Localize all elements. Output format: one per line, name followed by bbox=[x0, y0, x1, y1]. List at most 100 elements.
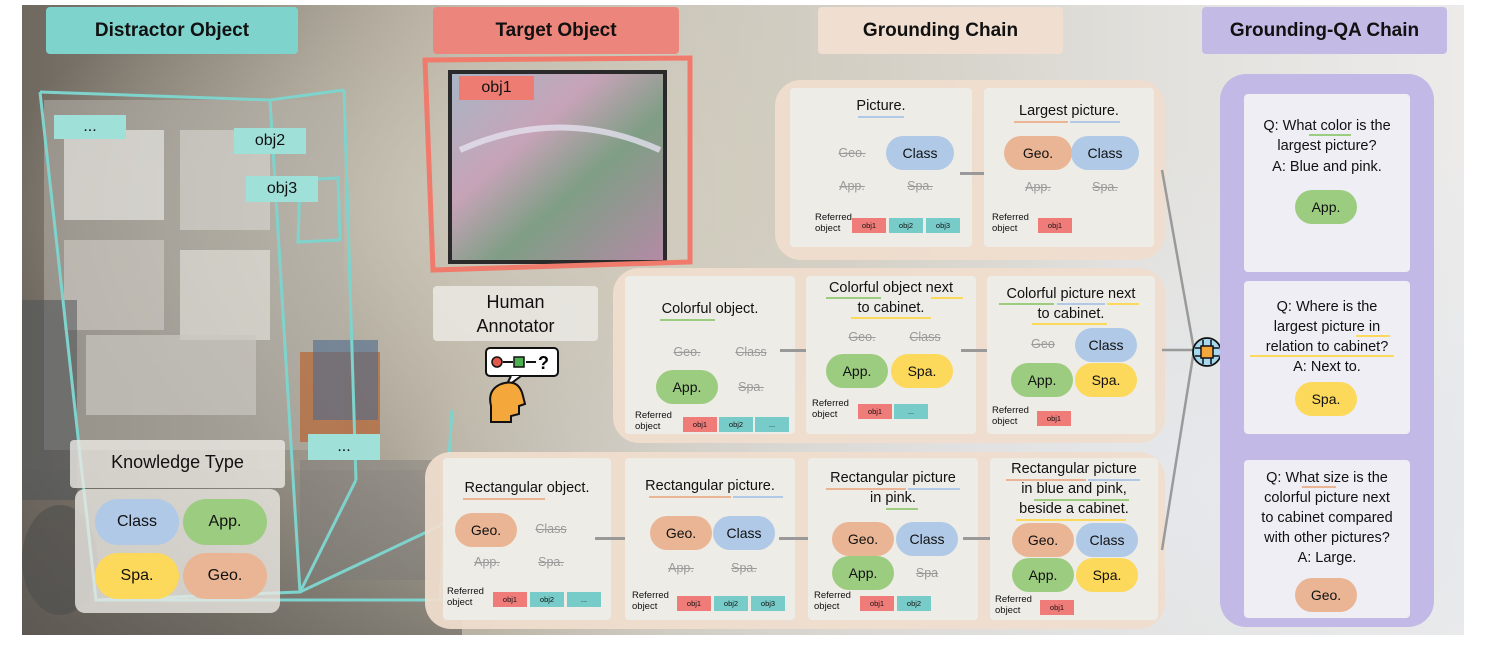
row3-card1-chip-obj1: obj1 bbox=[493, 592, 527, 607]
row3-card4-chip-obj1: obj1 bbox=[1040, 600, 1074, 615]
row1-card1-spa-off: Spa. bbox=[907, 179, 933, 193]
row2-card1-app: App. bbox=[656, 370, 718, 404]
referred-line1: Referred bbox=[814, 590, 851, 601]
row2-card2-app: App. bbox=[826, 354, 888, 388]
row3-card4-geo: Geo. bbox=[1012, 523, 1074, 557]
row2-card2-line1: Colorful object next bbox=[828, 280, 954, 296]
row3-card1-title: Rectangular object. bbox=[464, 480, 590, 496]
row1-card1-chip-obj3: obj3 bbox=[926, 218, 960, 233]
qa3-underline-geo bbox=[1302, 486, 1336, 488]
referred-line2: object bbox=[815, 223, 841, 234]
referred-line2: object bbox=[995, 605, 1021, 616]
row3-card2-underline-geo bbox=[649, 496, 731, 498]
distractor-label-obj3: obj3 bbox=[246, 176, 318, 202]
row2-card1-spa-off: Spa. bbox=[738, 380, 764, 394]
row2-card3-class: Class bbox=[1075, 328, 1137, 362]
qa1-underline-app bbox=[1309, 134, 1351, 136]
row3-card3-chip-obj1: obj1 bbox=[860, 596, 894, 611]
row2-card1-chip-dots: ... bbox=[755, 417, 789, 432]
row3-card2-title: Rectangular picture. bbox=[645, 478, 775, 494]
row3-card2-class: Class bbox=[713, 516, 775, 550]
row2-card1-geo-off: Geo. bbox=[673, 345, 701, 359]
qa1-line2: largest picture? bbox=[1277, 138, 1377, 154]
row3-card3-underline-class bbox=[908, 488, 960, 490]
qa-item-2: Q: Where is the largest picture in relat… bbox=[1244, 281, 1410, 434]
row3-card2-app-off: App. bbox=[668, 561, 694, 575]
referred-line1: Referred bbox=[995, 594, 1032, 605]
row3-card4-underline-spa bbox=[1016, 519, 1126, 521]
row1-card2-geo: Geo. bbox=[1004, 136, 1072, 170]
qa1-line1: Q: What color is the bbox=[1263, 118, 1391, 134]
row3-card1-chip-obj2: obj2 bbox=[530, 592, 564, 607]
referred-line1: Referred bbox=[815, 212, 852, 223]
row1-card1-geo-off: Geo. bbox=[838, 146, 866, 160]
row2-card1: Colorful object. Geo. Class App. Spa. Re… bbox=[625, 276, 795, 434]
referred-line1: Referred bbox=[447, 586, 484, 597]
qa2-tag: Spa. bbox=[1295, 382, 1357, 416]
row1-card2-spa-off: Spa. bbox=[1092, 180, 1118, 194]
referred-line2: object bbox=[635, 421, 661, 432]
row3-card1: Rectangular object. Geo. Class App. Spa.… bbox=[443, 458, 611, 620]
row2-card2-underline-app bbox=[826, 297, 881, 299]
shelf-illustration bbox=[22, 100, 440, 615]
row1-card2-class: Class bbox=[1071, 136, 1139, 170]
row3-card3-geo: Geo. bbox=[832, 522, 894, 556]
row3-card3-chip-obj2: obj2 bbox=[897, 596, 931, 611]
qa2-underline-spa bbox=[1356, 335, 1390, 337]
row3-card4-underline-class bbox=[1088, 479, 1140, 481]
row3-card4-line2: in blue and pink, bbox=[1021, 481, 1127, 497]
row1-card1-chip-obj1: obj1 bbox=[852, 218, 886, 233]
row3-card4-underline-app bbox=[1034, 499, 1129, 501]
row2-card3-chip-obj1: obj1 bbox=[1037, 411, 1071, 426]
row3-card2-spa-off: Spa. bbox=[731, 561, 757, 575]
human-annotator-line1: Human bbox=[486, 292, 545, 312]
row3-card2-geo: Geo. bbox=[650, 516, 712, 550]
row1-card2-underline-geo bbox=[1014, 121, 1068, 123]
row3-card3-underline-geo bbox=[826, 488, 906, 490]
row3-card3-line2: in pink. bbox=[870, 490, 916, 506]
row2-card1-class-off: Class bbox=[735, 345, 767, 359]
header-grounding-chain: Grounding Chain bbox=[818, 7, 1063, 54]
merge-connector bbox=[1160, 169, 1248, 551]
row3-card4-spa: Spa. bbox=[1076, 558, 1138, 592]
qa3-line2: colorful picture next bbox=[1264, 490, 1390, 506]
row1-card2-title: Largest picture. bbox=[1019, 103, 1119, 119]
row1-card2-underline-class bbox=[1070, 121, 1120, 123]
row3-card4-class: Class bbox=[1076, 523, 1138, 557]
row2-card3-spa: Spa. bbox=[1075, 363, 1137, 397]
row2-card3-line1: Colorful picture next bbox=[1006, 286, 1136, 302]
row2-card2-geo-off: Geo. bbox=[848, 330, 876, 344]
row1-card1-app-off: App. bbox=[839, 179, 865, 193]
row1-card1-title: Picture. bbox=[856, 98, 906, 114]
legend-spa: Spa. bbox=[95, 553, 179, 599]
row1-card1-chip-obj2: obj2 bbox=[889, 218, 923, 233]
svg-text:?: ? bbox=[538, 353, 549, 373]
distractor-label-dots-lower: ... bbox=[308, 434, 380, 460]
row3-card1-chip-dots: ... bbox=[567, 592, 601, 607]
row3-card1-underline bbox=[463, 498, 545, 500]
qa3-line3: to cabinet compared bbox=[1261, 510, 1393, 526]
row2-card2-line2: to cabinet. bbox=[857, 300, 925, 316]
qa2-line4: A: Next to. bbox=[1293, 359, 1361, 375]
target-label-obj1: obj1 bbox=[459, 76, 534, 100]
row2-card3-line2: to cabinet. bbox=[1037, 306, 1105, 322]
row3-card4-underline-geo bbox=[1006, 479, 1086, 481]
row2-card1-chip-obj1: obj1 bbox=[683, 417, 717, 432]
qa2-line2: largest picture in bbox=[1273, 319, 1381, 335]
header-grounding-qa-chain: Grounding-QA Chain bbox=[1202, 7, 1447, 54]
qa2-line3: relation to cabinet? bbox=[1265, 339, 1389, 355]
row3-card4-app: App. bbox=[1012, 558, 1074, 592]
row3-card2-chip-obj1: obj1 bbox=[677, 596, 711, 611]
row3-card2-underline-class bbox=[733, 496, 783, 498]
row3-card3: Rectangular picture in pink. Geo. Class … bbox=[808, 458, 978, 620]
row3-card3-underline-app bbox=[886, 508, 918, 510]
row3-card1-geo: Geo. bbox=[455, 513, 517, 547]
